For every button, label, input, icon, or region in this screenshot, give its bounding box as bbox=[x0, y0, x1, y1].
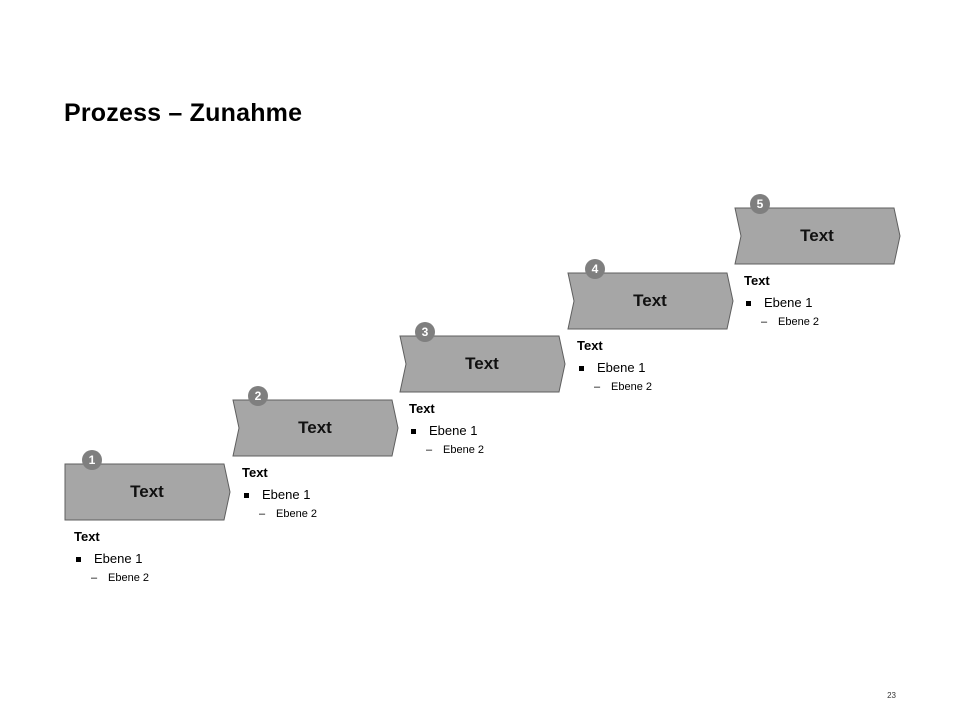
dash-bullet-icon: – bbox=[91, 572, 98, 584]
bullet-level-2-text: Ebene 2 bbox=[778, 316, 819, 328]
bullet-level-2: – Ebene 2 bbox=[74, 571, 234, 585]
step-description: Text Ebene 1 – Ebene 2 bbox=[577, 338, 737, 394]
step-number-badge: 2 bbox=[248, 386, 268, 406]
chevron-shape bbox=[734, 207, 901, 265]
chevron-shape bbox=[567, 272, 734, 330]
square-bullet-icon bbox=[244, 493, 249, 498]
process-chevron[interactable]: Text bbox=[734, 207, 901, 265]
bullet-level-1: Ebene 1 bbox=[242, 487, 402, 503]
bullet-level-1-text: Ebene 1 bbox=[262, 487, 311, 502]
dash-bullet-icon: – bbox=[761, 316, 768, 328]
step-number-badge: 4 bbox=[585, 259, 605, 279]
step-number-badge: 3 bbox=[415, 322, 435, 342]
step-description: Text Ebene 1 – Ebene 2 bbox=[409, 401, 569, 457]
bullet-level-1-text: Ebene 1 bbox=[764, 295, 813, 310]
bullet-level-2-text: Ebene 2 bbox=[611, 381, 652, 393]
description-heading: Text bbox=[744, 273, 770, 288]
description-heading: Text bbox=[242, 465, 268, 480]
description-heading: Text bbox=[409, 401, 435, 416]
bullet-level-2: – Ebene 2 bbox=[744, 315, 904, 329]
step-number-badge: 5 bbox=[750, 194, 770, 214]
bullet-level-2-text: Ebene 2 bbox=[443, 444, 484, 456]
bullet-level-2: – Ebene 2 bbox=[577, 380, 737, 394]
chevron-shape bbox=[399, 335, 566, 393]
step-number-badge: 1 bbox=[82, 450, 102, 470]
chevron-shape bbox=[64, 463, 231, 521]
bullet-level-1: Ebene 1 bbox=[409, 423, 569, 439]
step-description: Text Ebene 1 – Ebene 2 bbox=[744, 273, 904, 329]
bullet-level-1-text: Ebene 1 bbox=[94, 551, 143, 566]
bullet-level-2-text: Ebene 2 bbox=[108, 572, 149, 584]
square-bullet-icon bbox=[579, 366, 584, 371]
dash-bullet-icon: – bbox=[594, 381, 601, 393]
chevron-label: Text bbox=[465, 354, 499, 373]
chevron-label: Text bbox=[298, 418, 332, 437]
process-chevron[interactable]: Text bbox=[232, 399, 399, 457]
dash-bullet-icon: – bbox=[426, 444, 433, 456]
chevron-label: Text bbox=[633, 291, 667, 310]
description-heading: Text bbox=[577, 338, 603, 353]
description-heading: Text bbox=[74, 529, 100, 544]
bullet-level-2: – Ebene 2 bbox=[242, 507, 402, 521]
step-description: Text Ebene 1 – Ebene 2 bbox=[242, 465, 402, 521]
bullet-level-1-text: Ebene 1 bbox=[597, 360, 646, 375]
bullet-level-1-text: Ebene 1 bbox=[429, 423, 478, 438]
bullet-level-1: Ebene 1 bbox=[744, 295, 904, 311]
page-number: 23 bbox=[887, 691, 896, 700]
chevron-label: Text bbox=[130, 482, 164, 501]
square-bullet-icon bbox=[411, 429, 416, 434]
process-chevron[interactable]: Text bbox=[399, 335, 566, 393]
dash-bullet-icon: – bbox=[259, 508, 266, 520]
bullet-level-1: Ebene 1 bbox=[74, 551, 234, 567]
square-bullet-icon bbox=[76, 557, 81, 562]
bullet-level-1: Ebene 1 bbox=[577, 360, 737, 376]
chevron-label: Text bbox=[800, 226, 834, 245]
square-bullet-icon bbox=[746, 301, 751, 306]
process-chevron[interactable]: Text bbox=[64, 463, 231, 521]
chevron-shape bbox=[232, 399, 399, 457]
process-chevron[interactable]: Text bbox=[567, 272, 734, 330]
bullet-level-2-text: Ebene 2 bbox=[276, 508, 317, 520]
bullet-level-2: – Ebene 2 bbox=[409, 443, 569, 457]
slide-title: Prozess – Zunahme bbox=[64, 99, 303, 127]
step-description: Text Ebene 1 – Ebene 2 bbox=[74, 529, 234, 585]
